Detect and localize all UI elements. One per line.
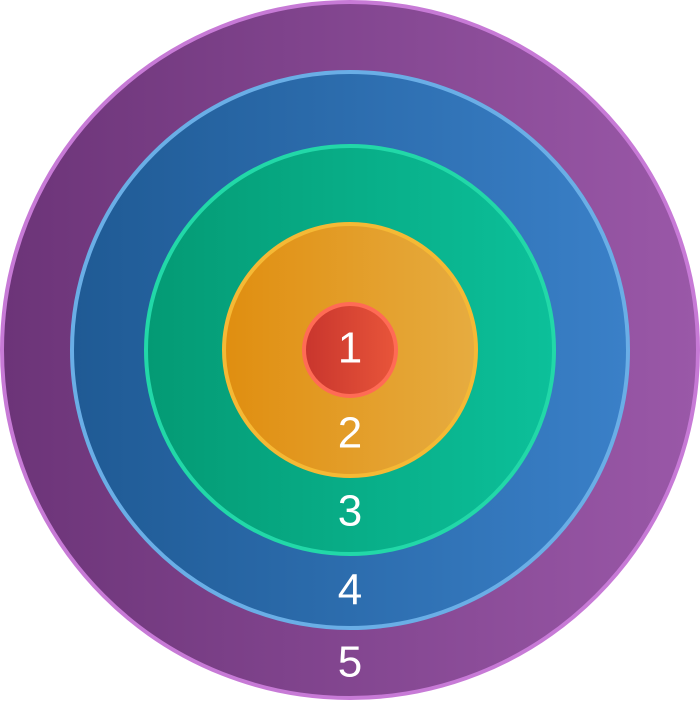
ring-4-label: 4 <box>338 566 362 615</box>
labels-group: 1 2 3 4 5 <box>338 324 362 687</box>
ring-2-label: 2 <box>338 409 362 458</box>
ring-1-label: 1 <box>338 324 362 373</box>
ring-1 <box>302 302 398 398</box>
ring-3-label: 3 <box>338 487 362 536</box>
ring-5-label: 5 <box>338 638 362 687</box>
